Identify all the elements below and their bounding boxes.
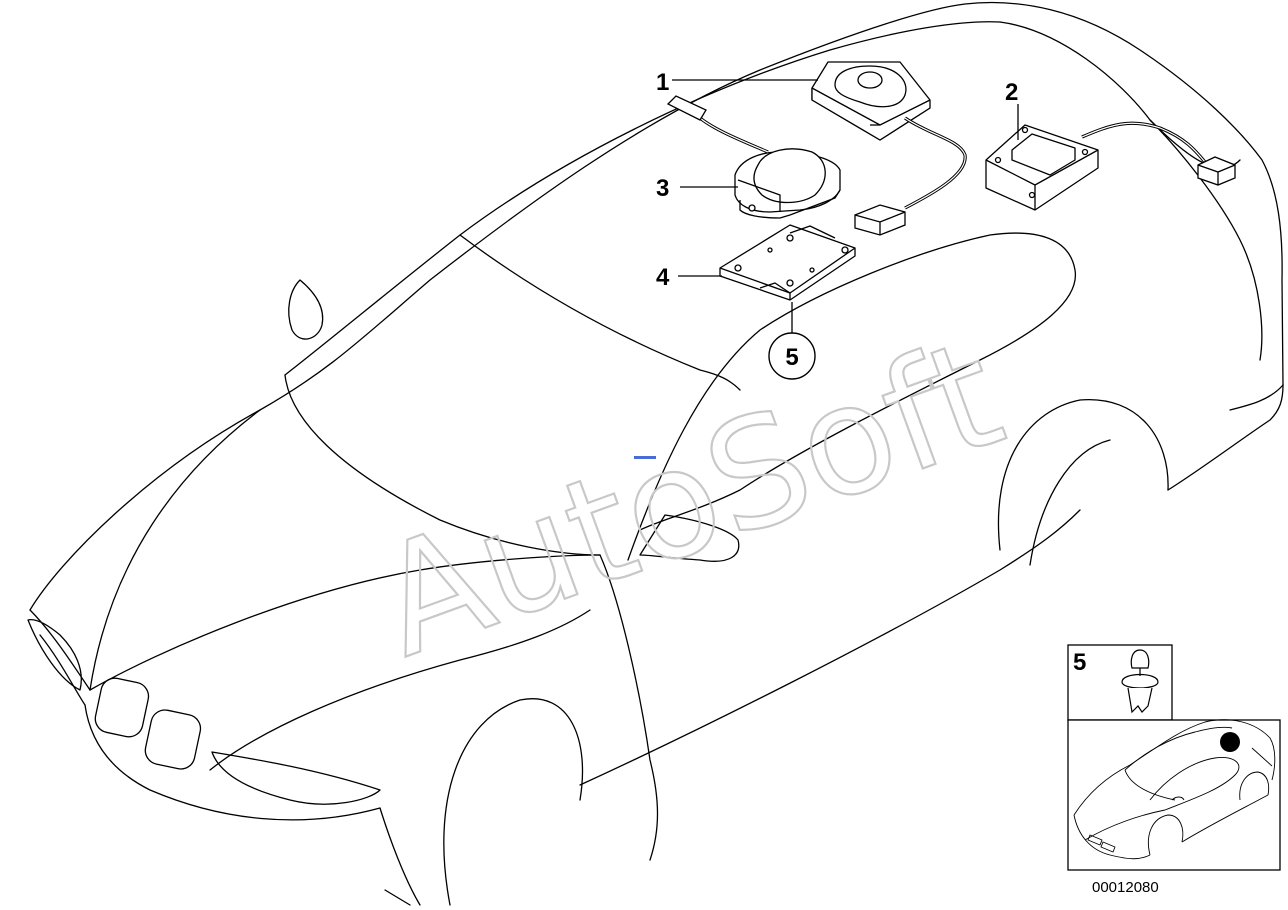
part-1-connector (854, 204, 906, 236)
inset-callout-5: 5 (1073, 649, 1086, 676)
part-1-cable (904, 116, 967, 210)
inset-clip-box: 5 (1067, 644, 1173, 721)
car-outline (27, 1, 1284, 906)
clip-icon (1121, 649, 1159, 714)
accent-mark (634, 456, 656, 459)
drawing-number: 00012080 (1092, 879, 1159, 896)
callout-4: 4 (656, 264, 670, 291)
part-2-amplifier (985, 124, 1099, 211)
callout-3: 3 (656, 175, 669, 202)
callout-2: 2 (1005, 79, 1018, 106)
callout-5: 5 (785, 344, 798, 371)
watermark-text: AutoSoft (357, 307, 1022, 691)
part-1-antenna-module (811, 61, 931, 141)
watermark: AutoSoft (356, 306, 1023, 692)
part-2-connector (1197, 156, 1236, 186)
callout-5-circle: 5 (768, 332, 816, 380)
location-dot (1220, 732, 1240, 752)
locator-car (1073, 719, 1276, 860)
part-3-plug (666, 95, 707, 121)
callout-1: 1 (656, 69, 669, 96)
part-3-antenna (734, 148, 841, 219)
inset-locator-box (1067, 719, 1281, 871)
